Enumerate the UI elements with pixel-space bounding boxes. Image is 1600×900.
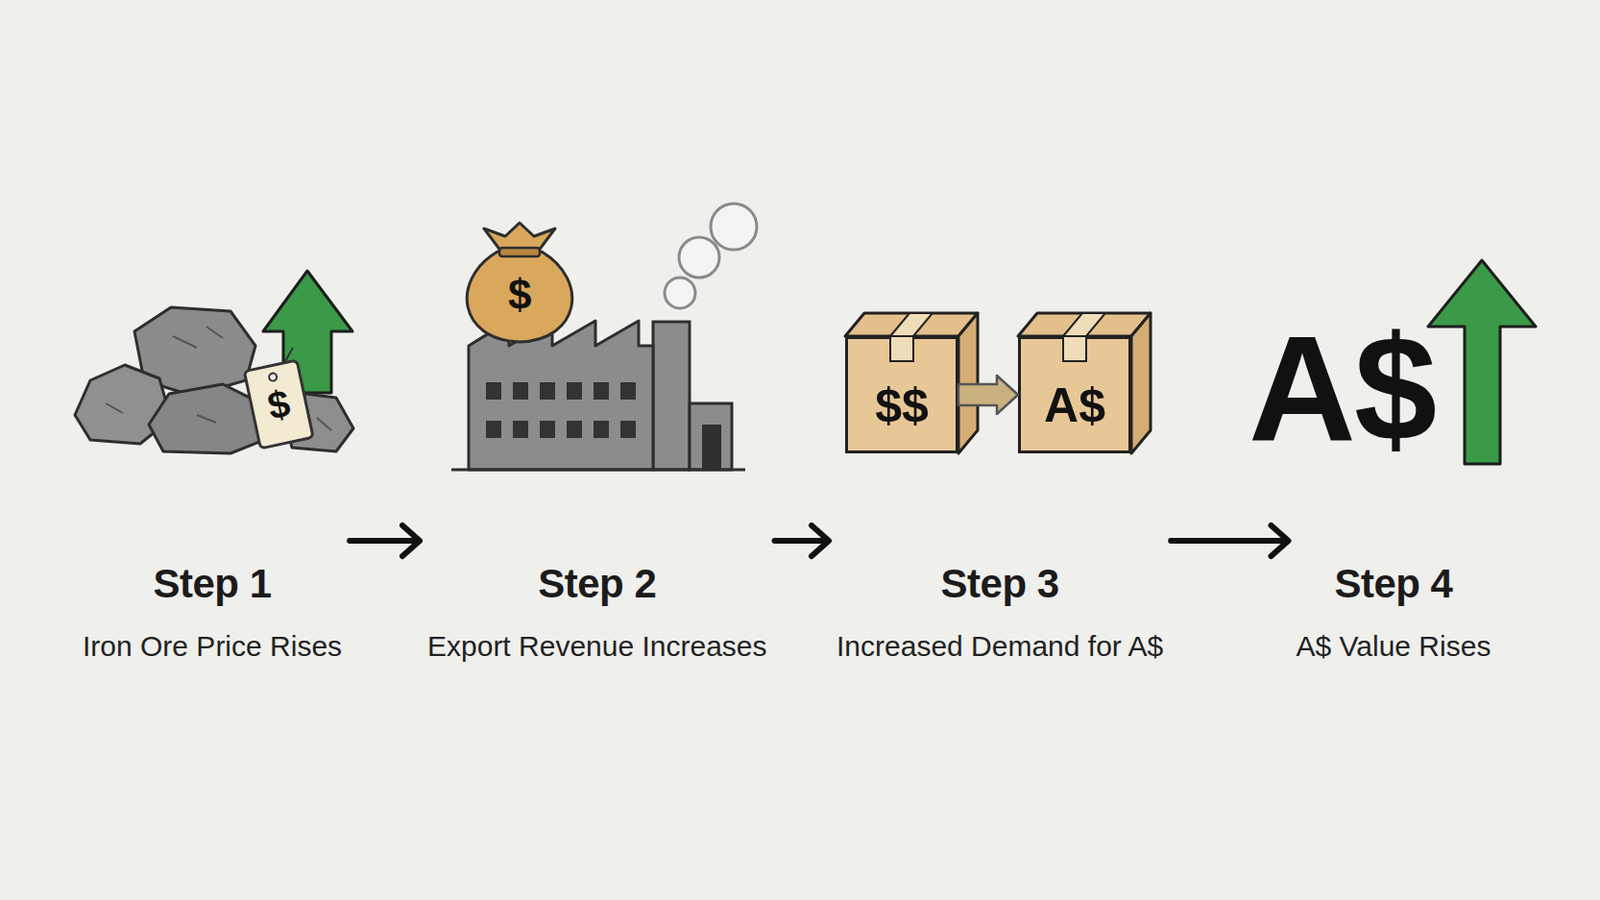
arrow-head <box>402 525 420 557</box>
arrow-shaft <box>775 537 826 544</box>
step-node: Step 2 Export Revenue Increases <box>419 559 776 664</box>
step-description: Iron Ore Price Rises <box>82 629 342 664</box>
step-node: $$A$Step 3Increased Demand for A$ <box>828 559 1171 664</box>
up-arrow <box>263 270 353 393</box>
price-tag-body <box>243 360 314 449</box>
step-heading: Step 1 <box>82 559 342 608</box>
flow-arrow <box>349 525 420 557</box>
step-heading: Step 3 <box>836 559 1164 608</box>
price-tag <box>243 360 314 449</box>
currency-box: A$ <box>1018 336 1132 454</box>
factory-building <box>468 320 654 470</box>
up-arrow <box>1428 260 1536 464</box>
box-side <box>958 313 978 454</box>
money-symbol: $ <box>508 273 532 316</box>
flow-arrow <box>775 525 829 557</box>
step-node: Step 1 Iron Ore Price Rises <box>74 559 350 664</box>
arrow-shaft <box>349 537 417 544</box>
box-tape <box>890 313 933 337</box>
money-bag-tie <box>499 247 540 257</box>
step-description: A$ Value Rises <box>1296 629 1492 664</box>
arrow-head <box>1271 525 1289 557</box>
step-description: Export Revenue Increases <box>427 629 768 664</box>
step-heading: Step 4 <box>1296 559 1492 608</box>
box-top <box>1018 313 1151 337</box>
chimney <box>653 321 690 470</box>
box-currency: $$ <box>874 360 929 430</box>
flow-arrow <box>1170 525 1288 557</box>
currency-box: $$ <box>845 336 959 454</box>
factory-annex <box>689 403 732 470</box>
price-tag-hole <box>267 372 277 382</box>
box-side <box>1131 313 1151 454</box>
box-tape <box>1063 336 1087 362</box>
step-description: Increased Demand for A$ <box>836 629 1164 664</box>
smoke-puff <box>678 237 720 278</box>
arrow-shaft <box>1170 537 1285 544</box>
factory-door <box>702 424 722 470</box>
smoke-puff <box>710 203 757 250</box>
money-bag <box>466 251 573 342</box>
box-currency: A$ <box>1043 360 1106 430</box>
box-tape <box>1063 313 1106 337</box>
box-tape <box>890 336 914 362</box>
box-top <box>845 313 978 337</box>
factory-windows <box>485 382 636 438</box>
smoke-puff <box>664 277 696 309</box>
step-node: Step 4 A$ Value Rises <box>1288 559 1500 664</box>
arrow-head <box>811 525 829 557</box>
ground-line <box>451 468 746 472</box>
currency-symbol: A$ <box>1248 314 1435 463</box>
step-heading: Step 2 <box>427 559 768 608</box>
